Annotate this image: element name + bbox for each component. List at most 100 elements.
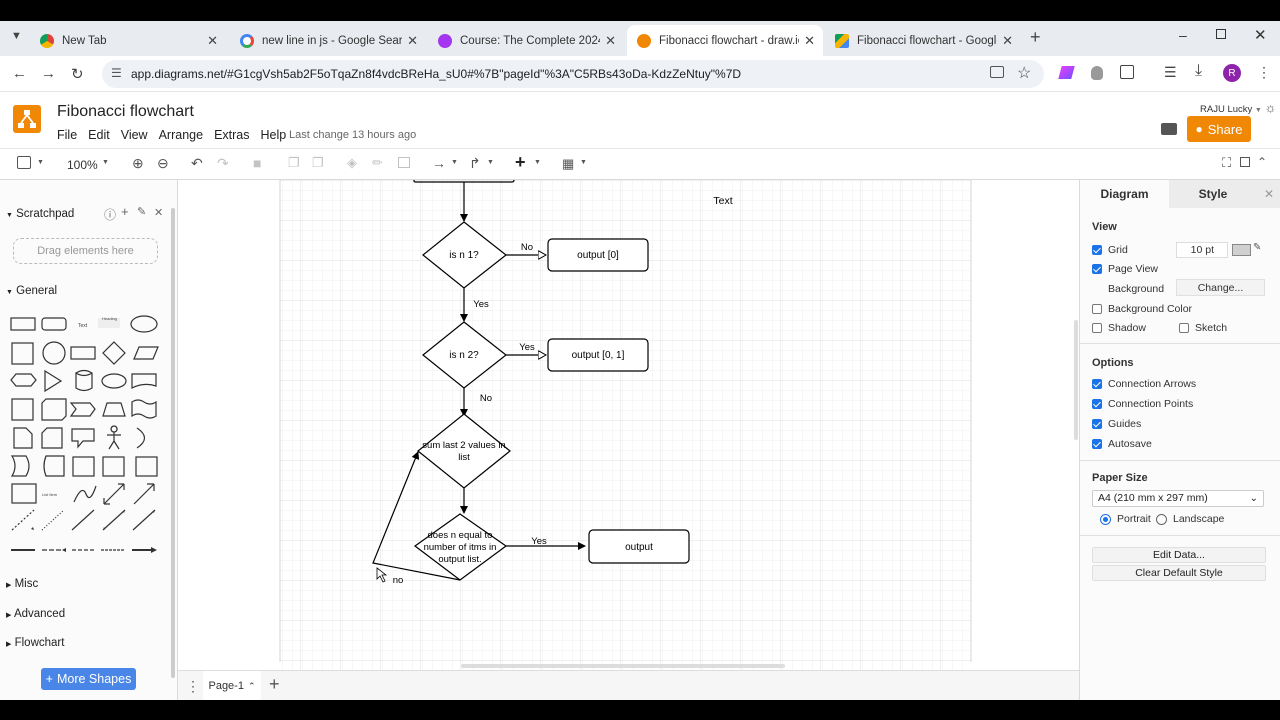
new-tab-plus-icon[interactable]: +: [1030, 27, 1041, 47]
add-page-icon[interactable]: +: [269, 674, 280, 694]
clear-default-style-button[interactable]: Clear Default Style: [1092, 565, 1266, 581]
collapse-chevron-icon[interactable]: ⌃: [1257, 155, 1268, 169]
general-shapes-palette[interactable]: Text Heading List Item: [6, 308, 166, 558]
floating-text-label[interactable]: Text: [713, 195, 732, 207]
fill-color-icon[interactable]: ◈: [347, 155, 357, 170]
paper-size-select[interactable]: A4 (210 mm x 297 mm) ⌄: [1092, 490, 1264, 507]
reload-icon[interactable]: ↻: [71, 66, 84, 83]
edit-pencil-icon[interactable]: ✎: [1253, 242, 1262, 253]
background-color-checkbox[interactable]: Background Color: [1092, 303, 1192, 315]
minimize-icon[interactable]: –: [1179, 27, 1187, 43]
scratchpad-drop-zone[interactable]: Drag elements here: [13, 238, 158, 264]
close-icon[interactable]: ✕: [1002, 33, 1013, 48]
tab-google-search[interactable]: new line in js - Google Search ✕: [230, 25, 426, 56]
pages-menu-icon[interactable]: ⋮: [186, 678, 200, 694]
tab-udemy-course[interactable]: Course: The Complete 2024 We ✕: [428, 25, 624, 56]
menu-arrange[interactable]: Arrange: [158, 128, 204, 142]
restore-icon[interactable]: [1216, 29, 1226, 39]
shadow-icon[interactable]: [398, 157, 410, 168]
chevron-down-icon[interactable]: ▼: [534, 159, 541, 166]
vertical-scrollbar[interactable]: [1074, 320, 1078, 440]
waypoint-icon[interactable]: ↱: [469, 155, 481, 171]
chevron-down-icon[interactable]: ▼: [487, 159, 494, 166]
checkbox-checked[interactable]: [1092, 264, 1102, 274]
zoom-level[interactable]: 100%: [67, 158, 98, 172]
tab-google-drive[interactable]: Fibonacci flowchart - Google Dr ✕: [825, 25, 1021, 56]
page-view-checkbox[interactable]: Page View: [1092, 263, 1158, 275]
menu-help[interactable]: Help: [260, 128, 287, 142]
tab-search-icon[interactable]: ▼: [11, 30, 22, 42]
edit-pencil-icon[interactable]: ✎: [137, 206, 147, 218]
output-box[interactable]: [588, 529, 690, 564]
browser-menu-icon[interactable]: ⋮: [1257, 64, 1271, 80]
undo-icon[interactable]: ↶: [191, 155, 203, 171]
advanced-header[interactable]: ▶ Advanced: [6, 608, 65, 620]
redo-icon[interactable]: ↷: [217, 155, 229, 171]
output-zero-one-box[interactable]: [547, 338, 649, 372]
user-name[interactable]: RAJU Lucky ▼ ☼: [1200, 100, 1276, 115]
general-header[interactable]: ▼ General: [6, 285, 57, 297]
sketch-checkbox[interactable]: Sketch: [1179, 322, 1227, 334]
connection-arrows-checkbox[interactable]: Connection Arrows: [1092, 378, 1196, 390]
reading-list-icon[interactable]: ☰: [1164, 64, 1177, 80]
checkbox-checked[interactable]: [1092, 379, 1102, 389]
menu-view[interactable]: View: [120, 128, 148, 142]
chevron-down-icon[interactable]: ▼: [580, 159, 587, 166]
checkbox-unchecked[interactable]: [1179, 323, 1189, 333]
checkbox-checked[interactable]: [1092, 245, 1102, 255]
close-panel-icon[interactable]: ✕: [1257, 180, 1280, 208]
more-shapes-button[interactable]: +More Shapes: [41, 668, 136, 690]
diagram-title[interactable]: Fibonacci flowchart: [57, 103, 194, 120]
sidebar-scrollbar[interactable]: [171, 208, 175, 678]
grid-size-input[interactable]: 10 pt: [1176, 242, 1228, 258]
connection-arrow-icon[interactable]: →: [432, 155, 446, 171]
fullscreen-icon[interactable]: ⛶: [1222, 155, 1232, 170]
checkbox-unchecked[interactable]: [1092, 323, 1102, 333]
chevron-down-icon[interactable]: ▼: [451, 159, 458, 166]
puzzle-extensions-icon[interactable]: [1120, 65, 1134, 79]
download-icon[interactable]: ⤓: [1195, 62, 1203, 79]
page-tab-1[interactable]: Page-1 ⌃: [203, 671, 261, 701]
line-color-icon[interactable]: ✏: [372, 155, 383, 170]
format-panel-icon[interactable]: [1240, 157, 1250, 167]
checkbox-checked[interactable]: [1092, 419, 1102, 429]
flowchart-header[interactable]: ▶ Flowchart: [6, 637, 64, 649]
grid-color-swatch[interactable]: [1232, 244, 1251, 256]
tab-new-tab[interactable]: New Tab ✕: [30, 25, 226, 56]
bug-extension-icon[interactable]: [1091, 66, 1103, 80]
menu-edit[interactable]: Edit: [88, 128, 110, 142]
tab-diagram[interactable]: Diagram: [1080, 180, 1169, 208]
to-back-icon[interactable]: ❐: [312, 155, 324, 170]
horizontal-scrollbar[interactable]: [461, 664, 785, 668]
window-close-icon[interactable]: ✕: [1254, 27, 1267, 44]
zoom-out-icon[interactable]: ⊖: [157, 155, 169, 171]
chevron-down-icon[interactable]: ▼: [37, 159, 44, 166]
install-app-icon[interactable]: [990, 66, 1004, 78]
shadow-checkbox[interactable]: Shadow: [1092, 322, 1146, 334]
menu-extras[interactable]: Extras: [214, 128, 250, 142]
comments-icon[interactable]: [1161, 123, 1177, 135]
edit-data-button[interactable]: Edit Data...: [1092, 547, 1266, 563]
add-icon[interactable]: +: [121, 204, 129, 219]
change-background-button[interactable]: Change...: [1176, 279, 1265, 296]
delete-icon[interactable]: ■: [253, 155, 262, 171]
scratchpad-header[interactable]: ▼ Scratchpad: [6, 208, 74, 220]
close-icon[interactable]: ✕: [605, 33, 616, 48]
extension-icon[interactable]: [1058, 66, 1075, 79]
close-icon[interactable]: ✕: [804, 33, 815, 48]
guides-checkbox[interactable]: Guides: [1092, 418, 1141, 430]
diagram-svg[interactable]: Text is n 1? output [0] No Yes is n 2? o…: [178, 179, 1079, 670]
chevron-down-icon[interactable]: ▼: [102, 159, 109, 166]
back-arrow-icon[interactable]: ←: [12, 65, 27, 82]
checkbox-checked[interactable]: [1092, 399, 1102, 409]
panel-toggle-icon[interactable]: [17, 156, 31, 169]
menu-file[interactable]: File: [57, 128, 78, 142]
checkbox-checked[interactable]: [1092, 439, 1102, 449]
autosave-checkbox[interactable]: Autosave: [1092, 438, 1152, 450]
theme-sun-icon[interactable]: ☼: [1264, 100, 1277, 115]
zoom-in-icon[interactable]: ⊕: [132, 155, 144, 171]
last-change-status[interactable]: Last change 13 hours ago: [289, 129, 417, 141]
share-button[interactable]: ● Share: [1187, 116, 1251, 142]
tab-drawio-active[interactable]: Fibonacci flowchart - draw.io ✕: [627, 25, 823, 56]
portrait-radio[interactable]: Portrait: [1100, 513, 1151, 525]
